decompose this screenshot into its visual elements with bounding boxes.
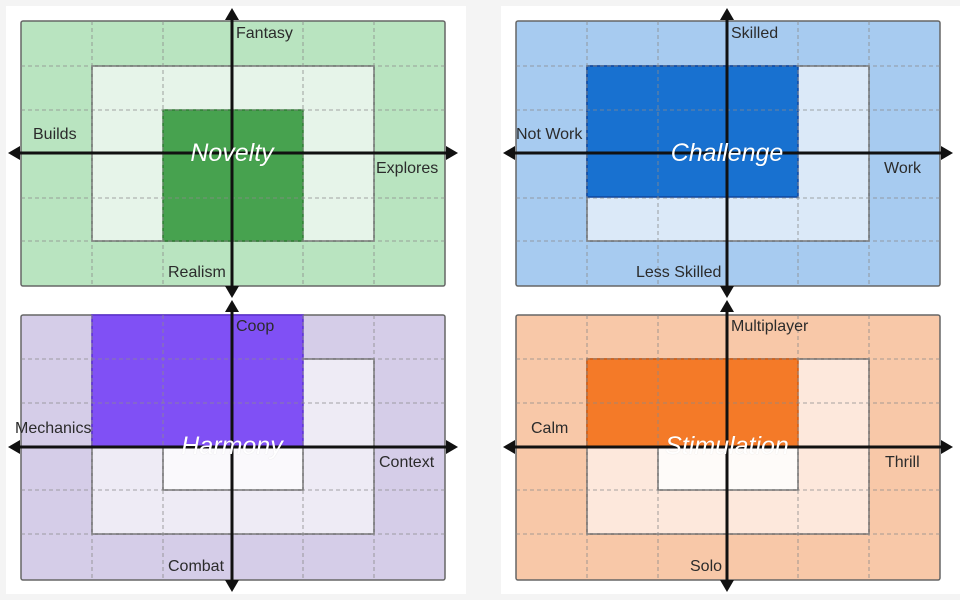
stimulation-axis-top-label: Multiplayer xyxy=(731,318,809,335)
stimulation-axes xyxy=(503,300,953,592)
stimulation-chart xyxy=(503,300,953,592)
stimulation-panel: Multiplayer Solo Calm Thrill Stimulation xyxy=(501,300,960,594)
novelty-axis-right-label: Explores xyxy=(376,160,439,177)
harmony-axes xyxy=(8,300,458,592)
harmony-chart xyxy=(8,300,458,592)
novelty-title: Novelty xyxy=(190,139,274,167)
novelty-axes xyxy=(8,8,458,298)
harmony-title: Harmony xyxy=(181,432,283,460)
challenge-axis-left-label: Not Work xyxy=(516,126,583,143)
harmony-axis-right-label: Context xyxy=(379,454,435,471)
harmony-core-zone xyxy=(91,314,304,448)
novelty-chart xyxy=(8,8,458,298)
stimulation-axis-bottom-label: Solo xyxy=(690,558,723,575)
harmony-panel: Coop Combat Mechanics Context Harmony xyxy=(6,300,466,594)
harmony-axis-top-label: Coop xyxy=(236,318,275,335)
stimulation-axis-left-label: Calm xyxy=(531,420,569,437)
novelty-panel: Fantasy Realism Builds Explores Novelty xyxy=(6,6,466,300)
challenge-axes xyxy=(503,8,953,298)
challenge-axis-bottom-label: Less Skilled xyxy=(636,264,722,281)
harmony-axis-bottom-label: Combat xyxy=(168,558,225,575)
challenge-title: Challenge xyxy=(670,139,784,167)
novelty-axis-left-label: Builds xyxy=(33,126,77,143)
challenge-panel: Skilled Less Skilled Not Work Work Chall… xyxy=(501,6,960,300)
challenge-core-zone xyxy=(586,65,799,198)
novelty-axis-top-label: Fantasy xyxy=(236,25,293,42)
novelty-axis-bottom-label: Realism xyxy=(168,264,226,281)
stimulation-title: Stimulation xyxy=(665,432,789,460)
challenge-axis-right-label: Work xyxy=(884,160,922,177)
harmony-axis-left-label: Mechanics xyxy=(15,420,92,437)
challenge-axis-top-label: Skilled xyxy=(731,25,779,42)
stimulation-axis-right-label: Thrill xyxy=(885,454,920,471)
challenge-chart xyxy=(503,8,953,298)
